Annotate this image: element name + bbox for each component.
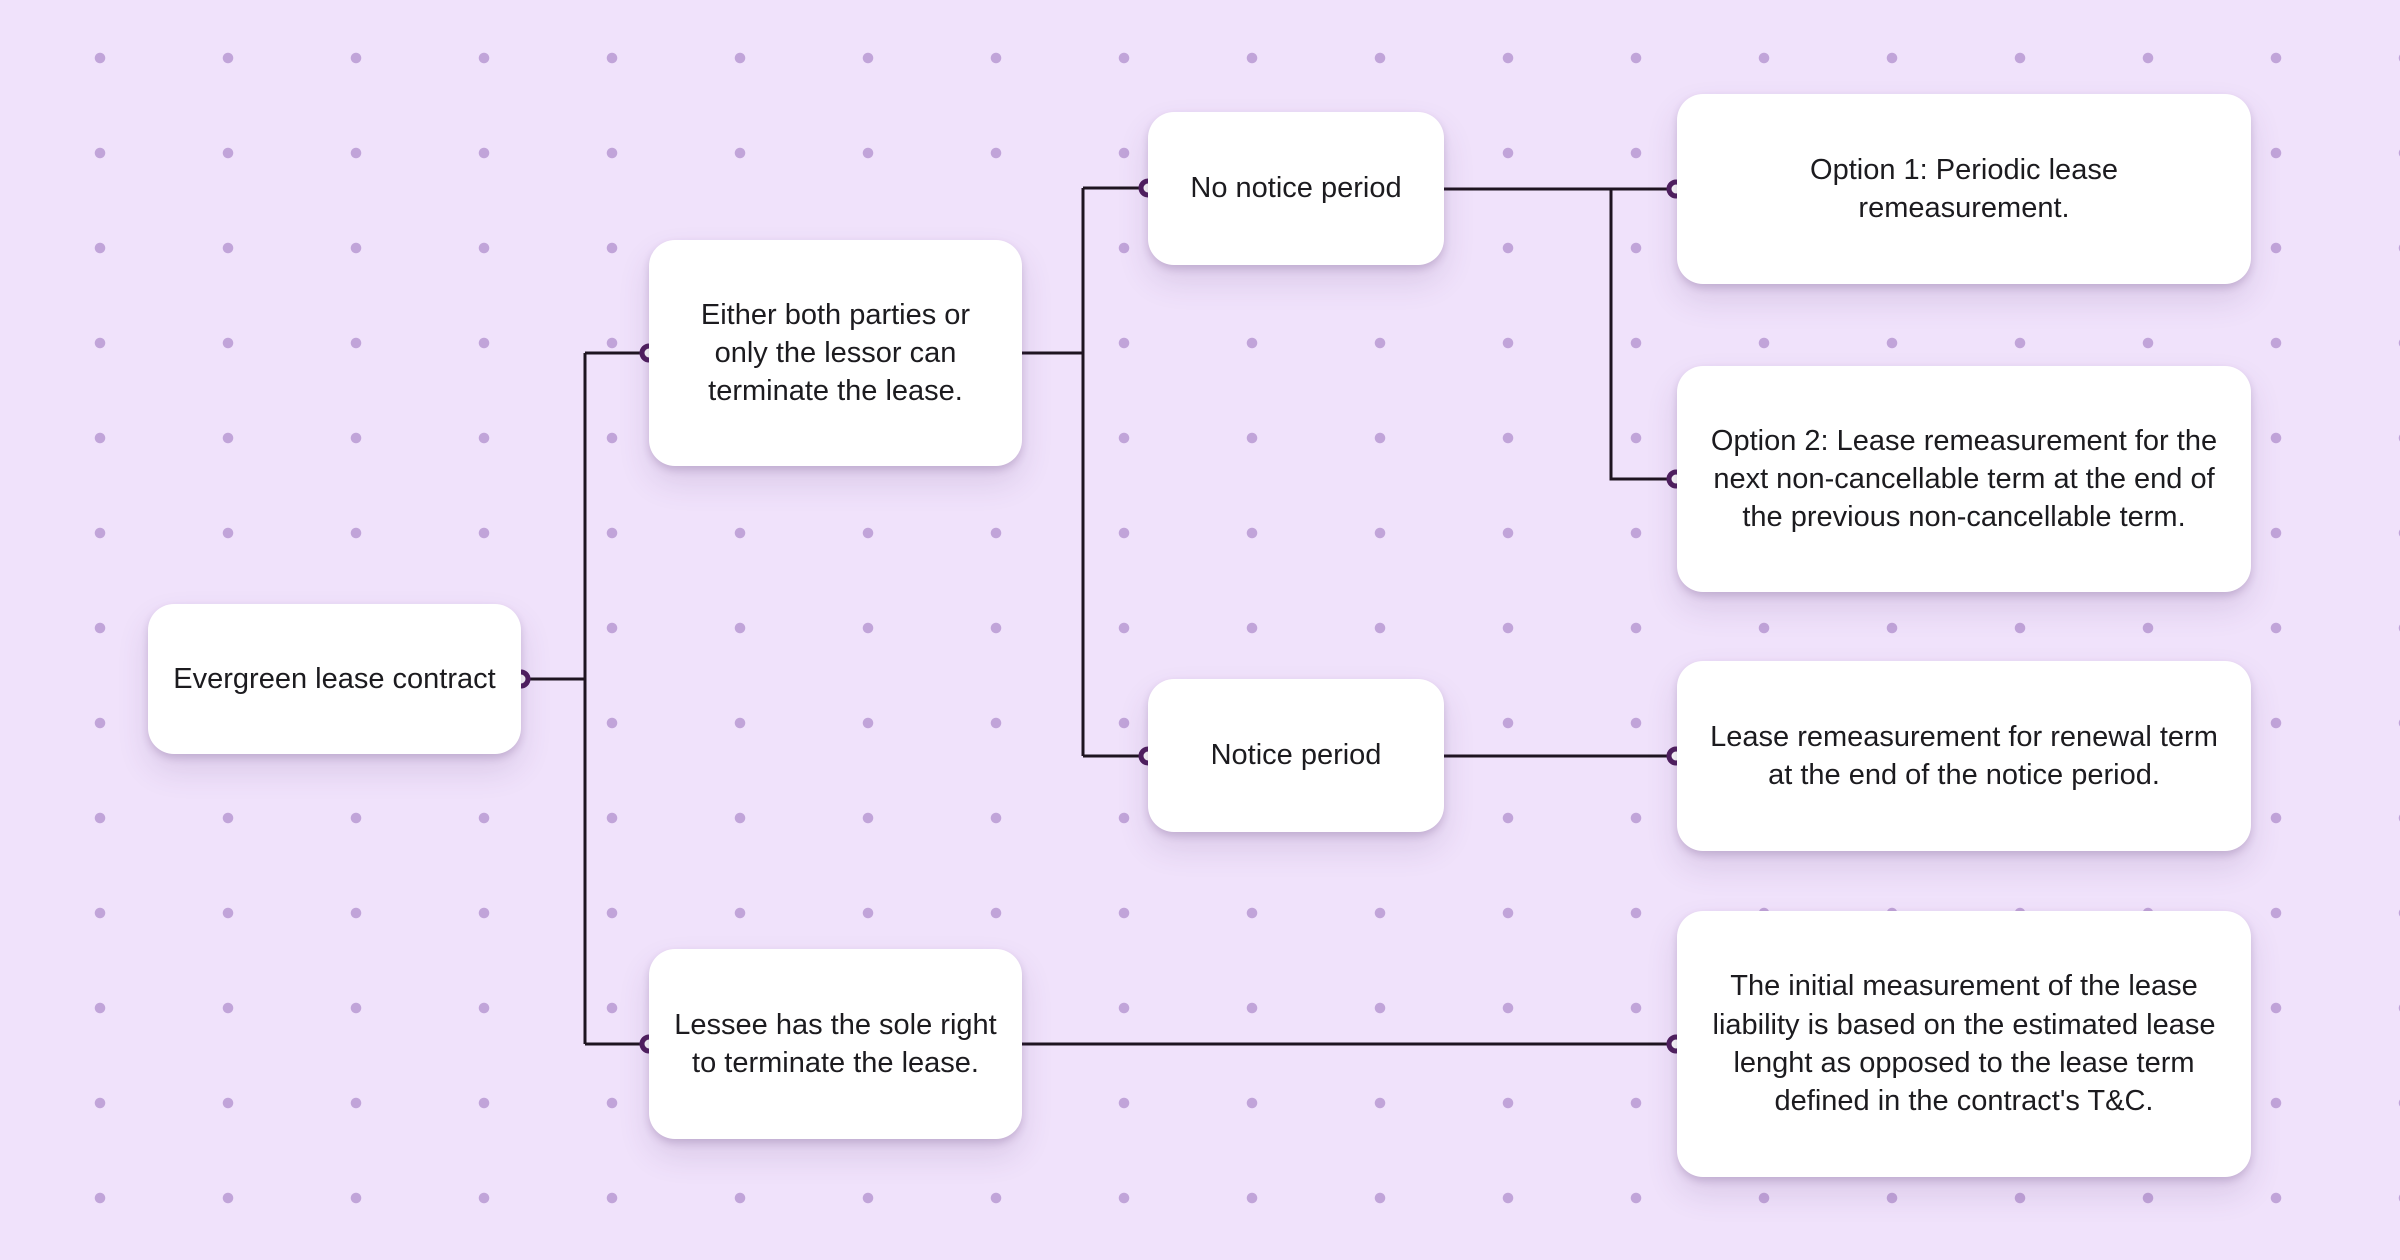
node-label: Notice period [1210, 739, 1382, 772]
node-option1-periodic-remeasurement[interactable]: Option 1: Periodic lease remeasurement. [1677, 94, 2251, 284]
node-label: Option 2: Lease remeasurement for the ne… [1710, 424, 2218, 534]
node-label: Lessee has the sole right to terminate t… [674, 1008, 997, 1079]
node-lessee-sole-right-terminate[interactable]: Lessee has the sole right to terminate t… [649, 949, 1022, 1139]
node-label: Either both parties or only the lessor c… [700, 298, 971, 408]
node-either-parties-or-lessor-terminate[interactable]: Either both parties or only the lessor c… [649, 240, 1022, 466]
node-label: The initial measurement of the lease lia… [1712, 970, 2216, 1118]
node-option2-next-non-cancellable-term[interactable]: Option 2: Lease remeasurement for the ne… [1677, 366, 2251, 592]
node-evergreen-lease-contract[interactable]: Evergreen lease contract [148, 604, 521, 754]
node-label: Option 1: Periodic lease remeasurement. [1810, 153, 2118, 224]
node-label: Lease remeasurement for renewal term at … [1710, 720, 2218, 791]
edge-either-branch[interactable] [1022, 186, 1139, 758]
node-label: Evergreen lease contract [173, 662, 496, 695]
edge-evergreen-branch[interactable] [521, 351, 640, 1046]
node-label: No notice period [1190, 172, 1402, 205]
node-initial-measurement-estimated-length[interactable]: The initial measurement of the lease lia… [1677, 911, 2251, 1177]
edge-no-notice-branch[interactable] [1444, 187, 1667, 481]
node-no-notice-period[interactable]: No notice period [1148, 112, 1444, 265]
node-remeasurement-renewal-term[interactable]: Lease remeasurement for renewal term at … [1677, 661, 2251, 851]
node-notice-period[interactable]: Notice period [1148, 679, 1444, 832]
